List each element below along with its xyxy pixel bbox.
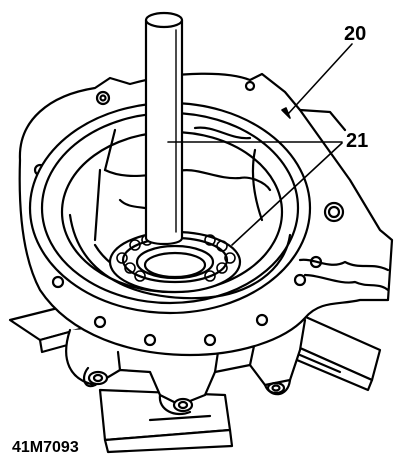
callout-bearing-tool-number: 21 — [346, 130, 369, 152]
figure-id: 41M7093 — [12, 439, 79, 456]
callout-housing-number: 20 — [344, 23, 367, 45]
press-rod — [144, 11, 184, 246]
leader-lines — [167, 43, 353, 246]
